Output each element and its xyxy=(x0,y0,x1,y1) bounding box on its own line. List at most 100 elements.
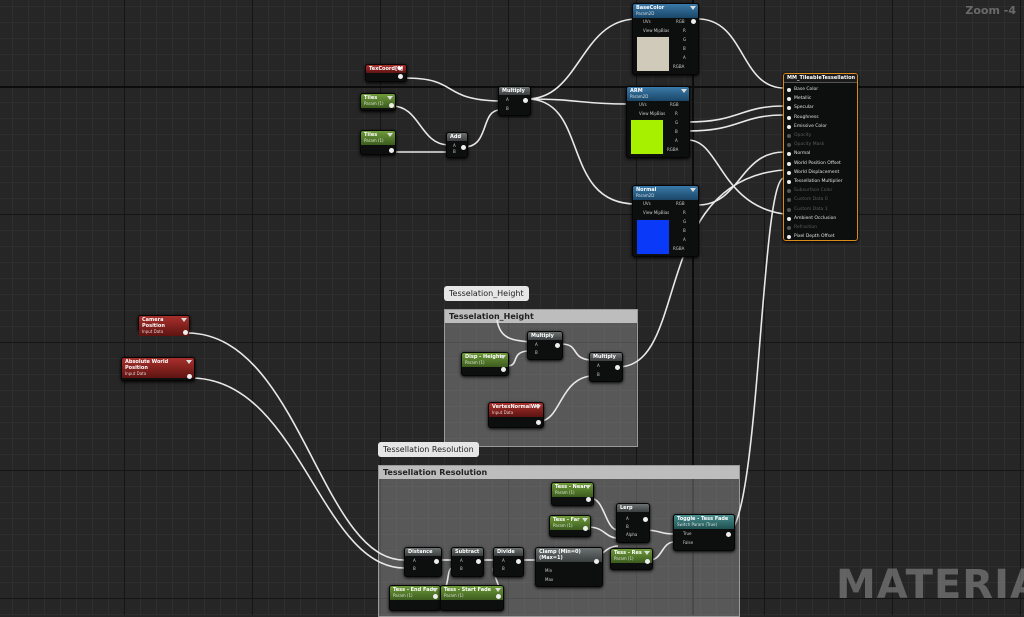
material-input-pin[interactable]: Tessellation Multiplier xyxy=(787,178,853,186)
pin-socket-icon[interactable] xyxy=(787,161,791,166)
pin-socket-icon[interactable] xyxy=(787,97,791,102)
material-input-pin[interactable]: Emissive Color xyxy=(787,123,853,131)
output-pin[interactable] xyxy=(398,74,403,79)
collapse-icon[interactable] xyxy=(582,518,588,522)
output-pin[interactable] xyxy=(476,559,481,564)
collapse-icon[interactable] xyxy=(681,89,687,93)
output-pin[interactable] xyxy=(645,559,650,564)
pin-label: World Displacement xyxy=(794,169,840,175)
collapse-icon[interactable] xyxy=(432,588,438,592)
material-input-pin[interactable]: Opacity xyxy=(787,132,853,140)
collapse-icon[interactable] xyxy=(690,6,696,10)
output-pin[interactable] xyxy=(583,526,588,531)
output-pin[interactable] xyxy=(496,594,501,599)
collapse-icon[interactable] xyxy=(585,485,591,489)
node-title: MM_TileableTessellation xyxy=(784,74,857,83)
collapse-icon[interactable] xyxy=(500,355,506,359)
pin-socket-icon[interactable] xyxy=(787,106,791,111)
pin-socket-icon[interactable] xyxy=(787,115,791,120)
material-input-pin[interactable]: Normal xyxy=(787,150,853,158)
collapse-icon[interactable] xyxy=(397,67,403,71)
pin-socket-icon[interactable] xyxy=(787,235,791,240)
material-input-pin[interactable]: Base Color xyxy=(787,86,853,94)
pin-socket-icon[interactable] xyxy=(787,198,791,203)
output-pin[interactable] xyxy=(187,374,192,379)
subtract-node[interactable]: Subtract A B xyxy=(451,547,484,577)
output-pin[interactable] xyxy=(726,532,731,537)
texcoord-node[interactable]: TexCoord[0] xyxy=(365,64,407,82)
material-input-pin[interactable]: Metallic xyxy=(787,95,853,103)
output-pin[interactable] xyxy=(461,145,466,150)
multiply-height-node-1[interactable]: Multiply A B xyxy=(527,331,563,360)
pin-socket-icon[interactable] xyxy=(787,152,791,157)
add-node[interactable]: Add A B xyxy=(446,132,468,158)
collapse-icon[interactable] xyxy=(181,318,187,322)
pin-socket-icon[interactable] xyxy=(787,124,791,129)
output-pin[interactable] xyxy=(555,343,560,348)
output-pin[interactable] xyxy=(183,330,188,335)
divide-node[interactable]: Divide A B xyxy=(493,547,524,577)
output-pin[interactable] xyxy=(501,367,506,372)
output-pin[interactable] xyxy=(586,497,591,502)
collapse-icon[interactable] xyxy=(186,360,192,364)
collapse-icon[interactable] xyxy=(387,133,393,137)
clamp-node[interactable]: Clamp (Min=0) (Max=1) Min Max xyxy=(535,547,603,587)
pin-socket-icon[interactable] xyxy=(787,170,791,175)
material-input-pin[interactable]: Ambient Occlusion xyxy=(787,215,853,223)
collapse-icon[interactable] xyxy=(690,188,696,192)
output-pin[interactable] xyxy=(434,559,439,564)
output-pin[interactable] xyxy=(615,365,620,370)
material-input-pin[interactable]: Subsurface Color xyxy=(787,187,853,195)
pin-socket-icon[interactable] xyxy=(787,226,791,230)
distance-node[interactable]: Distance A B xyxy=(404,547,442,577)
material-input-pin[interactable]: World Position Offset xyxy=(787,160,853,168)
material-input-pin[interactable]: World Displacement xyxy=(787,169,853,177)
output-pin[interactable] xyxy=(389,148,394,153)
output-pin[interactable] xyxy=(536,420,541,425)
pin-socket-icon[interactable] xyxy=(787,216,791,221)
pin-socket-icon[interactable] xyxy=(787,134,791,138)
collapse-icon[interactable] xyxy=(387,96,393,100)
pin-socket-icon[interactable] xyxy=(787,180,791,184)
pin-socket-icon[interactable] xyxy=(787,143,791,148)
output-pin[interactable] xyxy=(523,98,528,103)
material-input-pin[interactable]: Refraction xyxy=(787,224,853,232)
material-input-pin[interactable]: Roughness xyxy=(787,114,853,122)
collapse-icon[interactable] xyxy=(644,551,650,555)
collapse-icon[interactable] xyxy=(495,588,501,592)
collapse-icon[interactable] xyxy=(535,405,541,409)
output-pin[interactable] xyxy=(389,103,394,108)
pin-socket-icon[interactable] xyxy=(787,207,791,212)
pin-socket-icon[interactable] xyxy=(787,88,791,92)
material-input-pin[interactable]: Pixel Depth Offset xyxy=(787,233,853,241)
output-pin-rgb[interactable] xyxy=(691,19,696,24)
lerp-node[interactable]: Lerp A B Alpha xyxy=(616,503,650,543)
output-pin[interactable] xyxy=(433,594,438,599)
output-pin[interactable] xyxy=(516,559,521,564)
output-pin[interactable] xyxy=(594,559,599,564)
pin-socket-icon[interactable] xyxy=(787,189,791,194)
multiply-uv-node[interactable]: Multiply A B xyxy=(498,86,531,116)
output-pin[interactable] xyxy=(643,517,648,522)
material-input-pin[interactable]: Custom Data 1 xyxy=(787,206,853,214)
material-input-pin[interactable]: Custom Data 0 xyxy=(787,196,853,204)
material-input-pin[interactable]: Opacity Mask xyxy=(787,141,853,149)
multiply-height-node-2[interactable]: Multiply A B xyxy=(589,352,623,382)
material-input-pin[interactable]: Specular xyxy=(787,104,853,112)
